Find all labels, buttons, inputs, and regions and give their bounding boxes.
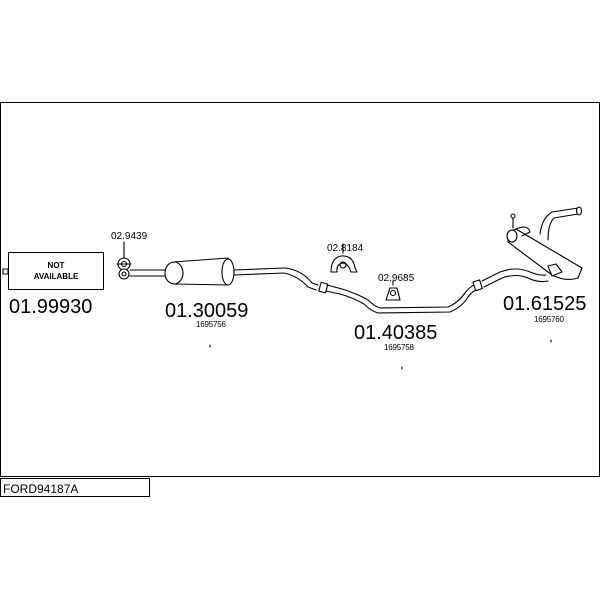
accessory-hanger-label: 02.8184 [327,243,364,254]
part-number-centre: 01.30059 [165,300,249,322]
oem-ref-intermediate: 1695758 [384,343,414,352]
not-available-line2: AVAILABLE [33,272,79,281]
drawing-code: FORD94187A [3,482,79,496]
clamp-02-9685 [385,280,401,301]
accessory-gasket-label: 02.9439 [111,231,148,242]
intermediate-section-01-40385 [318,279,483,370]
rear-section-01-61525 [481,206,583,343]
drawing-code-box [0,478,150,497]
not-available-label: NOT AVAILABLE [8,260,104,282]
hanger-02-8184 [330,243,358,273]
part-number-rear: 01.61525 [503,293,587,315]
part-number-front: 01.99930 [9,296,93,318]
gasket-02-9439 [116,241,132,280]
front-section-01-30059 [129,257,319,348]
part-number-intermediate: 01.40385 [354,322,438,344]
accessory-clamp-label: 02.9685 [378,273,415,284]
oem-ref-rear: 1695760 [534,315,564,324]
not-available-line1: NOT [47,261,65,270]
oem-ref-centre: 1695756 [196,320,226,329]
not-available-box [8,252,104,290]
